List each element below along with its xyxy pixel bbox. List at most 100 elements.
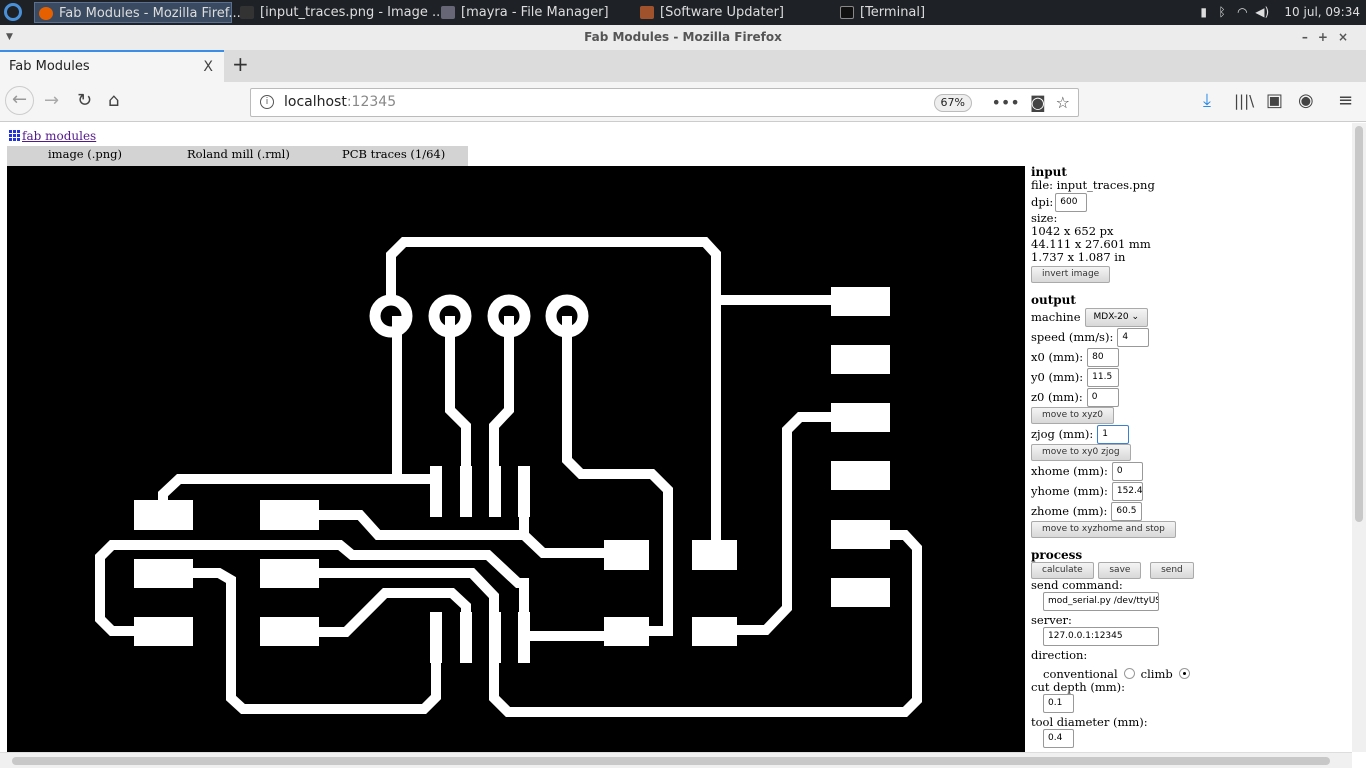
- updater-icon: [640, 6, 654, 19]
- bluetooth-icon[interactable]: ᛒ: [1218, 5, 1226, 19]
- terminal-icon: [840, 6, 854, 19]
- y0-input[interactable]: 11.5: [1087, 367, 1120, 387]
- zoom-level-button[interactable]: 67%: [933, 94, 972, 112]
- climb-label: climb: [1140, 667, 1173, 681]
- menu-icon[interactable]: [4, 3, 22, 21]
- module-tab-pcb-traces[interactable]: PCB traces (1/64): [342, 147, 446, 161]
- more-icon[interactable]: •••: [991, 93, 1020, 112]
- module-tab-image[interactable]: image (.png): [48, 147, 123, 161]
- size-px: 1042 x 652 px: [1031, 224, 1114, 238]
- taskbar-label: [mayra - File Manager]: [461, 5, 609, 20]
- chevron-down-icon: ⌄: [1131, 311, 1140, 322]
- size-mm: 44.111 x 27.601 mm: [1031, 237, 1151, 251]
- dpi-label: dpi:: [1031, 194, 1054, 209]
- size-in: 1.737 x 1.087 in: [1031, 250, 1126, 264]
- menu-hamburger-icon[interactable]: ≡: [1338, 90, 1354, 111]
- climb-radio[interactable]: [1178, 668, 1190, 679]
- maximize-icon[interactable]: +: [1317, 30, 1338, 44]
- dpi-input[interactable]: 600: [1055, 192, 1088, 212]
- url-port: :12345: [346, 94, 397, 110]
- volume-icon[interactable]: ◀): [1255, 5, 1270, 19]
- tab-label: Fab Modules: [9, 59, 90, 74]
- move-to-xyzhome-button[interactable]: move to xyzhome and stop: [1031, 521, 1176, 538]
- fab-logo-icon: [8, 129, 20, 141]
- clock[interactable]: 10 jul, 09:34: [1284, 5, 1360, 19]
- module-tab-roland-mill[interactable]: Roland mill (.rml): [187, 147, 290, 161]
- save-button[interactable]: save: [1098, 562, 1142, 579]
- vertical-scrollbar[interactable]: [1352, 123, 1366, 752]
- taskbar-item-image-viewer[interactable]: [input_traces.png - Image ...: [236, 2, 444, 23]
- zhome-label: zhome (mm):: [1031, 503, 1108, 518]
- xhome-input[interactable]: 0: [1111, 461, 1143, 481]
- process-heading: process: [1031, 548, 1083, 562]
- window-title: Fab Modules - Mozilla Firefox: [584, 30, 782, 44]
- folder-icon: [441, 6, 455, 19]
- url-host: localhost: [284, 94, 347, 110]
- move-to-xyz0-button[interactable]: move to xyz0: [1031, 407, 1114, 424]
- cut-depth-label: cut depth (mm):: [1031, 680, 1125, 694]
- taskbar-item-software-updater[interactable]: [Software Updater]: [636, 2, 784, 23]
- sidebar-icon[interactable]: ▣: [1266, 90, 1284, 111]
- x0-label: x0 (mm):: [1031, 349, 1084, 364]
- nav-bar: ← → ↻ ⌂ i localhost:12345 67% ••• ◙ ☆ ⤓ …: [0, 82, 1366, 122]
- close-tab-icon[interactable]: X: [203, 59, 213, 75]
- input-heading: input: [1031, 165, 1067, 179]
- new-tab-button[interactable]: +: [232, 52, 249, 76]
- pocket-icon[interactable]: ◙: [1029, 93, 1046, 112]
- move-to-xy0-zjog-button[interactable]: move to xy0 zjog: [1031, 444, 1131, 461]
- xhome-label: xhome (mm):: [1031, 463, 1108, 478]
- bookmark-star-icon[interactable]: ☆: [1055, 93, 1070, 112]
- cut-depth-input[interactable]: 0.1: [1043, 694, 1074, 713]
- battery-icon[interactable]: ▮: [1200, 5, 1207, 19]
- forward-button[interactable]: →: [44, 90, 60, 111]
- tool-diameter-input[interactable]: 0.4: [1043, 729, 1074, 748]
- z0-input[interactable]: 0: [1086, 387, 1119, 407]
- window-menu-icon[interactable]: ▼: [6, 32, 13, 42]
- output-heading: output: [1031, 293, 1076, 307]
- home-button[interactable]: ⌂: [108, 90, 120, 111]
- minimize-icon[interactable]: –: [1301, 30, 1318, 44]
- taskbar-label: [input_traces.png - Image ...: [260, 5, 445, 20]
- machine-label: machine: [1031, 309, 1081, 324]
- horizontal-scrollbar[interactable]: [0, 752, 1352, 768]
- scroll-thumb[interactable]: [12, 757, 1330, 765]
- x0-input[interactable]: 80: [1087, 347, 1120, 367]
- send-button[interactable]: send: [1150, 562, 1194, 579]
- conventional-radio[interactable]: [1123, 668, 1135, 679]
- image-icon: [240, 6, 254, 19]
- send-command-label: send command:: [1031, 578, 1123, 592]
- pcb-traces-image: [95, 237, 922, 717]
- direction-label: direction:: [1031, 648, 1088, 662]
- zjog-input[interactable]: 1: [1097, 424, 1130, 444]
- zhome-input[interactable]: 60.5: [1111, 501, 1143, 521]
- scroll-thumb[interactable]: [1355, 126, 1363, 522]
- machine-select[interactable]: MDX-20 ⌄: [1084, 307, 1149, 327]
- info-icon[interactable]: i: [260, 95, 274, 109]
- fab-modules-link[interactable]: fab modules: [22, 129, 97, 143]
- account-icon[interactable]: ◉: [1298, 90, 1314, 111]
- back-button[interactable]: ←: [5, 86, 34, 115]
- taskbar-item-file-manager[interactable]: [mayra - File Manager]: [437, 2, 609, 23]
- downloads-icon[interactable]: ⤓: [1203, 90, 1211, 111]
- send-command-input[interactable]: mod_serial.py /dev/ttyUSB: [1043, 592, 1159, 611]
- pcb-trace-canvas[interactable]: [7, 166, 1025, 752]
- zjog-label: zjog (mm):: [1031, 426, 1094, 441]
- tool-diameter-label: tool diameter (mm):: [1031, 715, 1148, 729]
- conventional-label: conventional: [1043, 667, 1118, 681]
- calculate-button[interactable]: calculate: [1031, 562, 1094, 579]
- reload-button[interactable]: ↻: [77, 90, 93, 111]
- speed-input[interactable]: 4: [1117, 327, 1150, 347]
- invert-image-button[interactable]: invert image: [1031, 266, 1111, 283]
- y0-label: y0 (mm):: [1031, 369, 1084, 384]
- taskbar-item-terminal[interactable]: [Terminal]: [836, 2, 925, 23]
- wifi-icon[interactable]: ◠: [1237, 5, 1248, 19]
- server-input[interactable]: 127.0.0.1:12345: [1043, 627, 1159, 646]
- library-icon[interactable]: |||\: [1234, 92, 1255, 110]
- tab-fab-modules[interactable]: Fab Modules X: [0, 50, 224, 82]
- z0-label: z0 (mm):: [1031, 389, 1083, 404]
- url-bar[interactable]: i localhost:12345 67% ••• ◙ ☆: [250, 88, 1079, 117]
- taskbar-item-firefox[interactable]: Fab Modules - Mozilla Firef...: [34, 2, 241, 23]
- close-window-icon[interactable]: ×: [1337, 30, 1358, 44]
- taskbar-label: [Terminal]: [860, 5, 926, 20]
- yhome-input[interactable]: 152.4: [1111, 481, 1143, 501]
